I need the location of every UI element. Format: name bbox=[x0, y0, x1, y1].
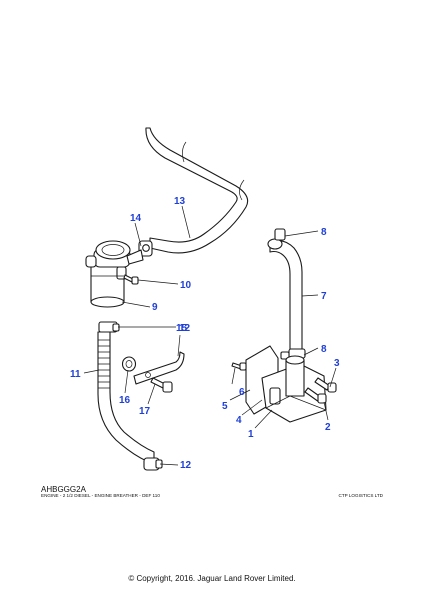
bolt-2 bbox=[304, 387, 327, 404]
callout-4: 4 bbox=[236, 415, 242, 426]
callout-15: 15 bbox=[176, 323, 188, 334]
hose-7 bbox=[267, 238, 303, 353]
callout-12-lower: 12 bbox=[180, 460, 192, 471]
callout-1: 1 bbox=[248, 429, 254, 440]
hose-13 bbox=[145, 127, 249, 254]
callout-8-lower: 8 bbox=[321, 344, 327, 355]
clip-14 bbox=[138, 240, 153, 257]
hose-11 bbox=[97, 331, 155, 465]
bracket-15 bbox=[133, 351, 185, 385]
callout-10: 10 bbox=[180, 280, 192, 291]
oil-separator-9 bbox=[85, 240, 144, 308]
callout-11: 11 bbox=[70, 369, 81, 380]
clip-12-upper bbox=[98, 321, 120, 333]
diagram-code: AHBGGG2A bbox=[41, 485, 86, 494]
clip-8-upper bbox=[274, 228, 286, 241]
clip-12-lower bbox=[143, 457, 163, 471]
breather-housing-1 bbox=[261, 355, 327, 423]
callout-9: 9 bbox=[152, 302, 158, 313]
callout-17: 17 bbox=[139, 406, 151, 417]
callout-12-upper: 12 bbox=[179, 323, 191, 334]
bolt-10 bbox=[123, 274, 139, 285]
callout-5: 5 bbox=[222, 401, 228, 412]
leader-lines bbox=[83, 205, 337, 466]
grommet-16 bbox=[121, 356, 137, 372]
bolt-3 bbox=[314, 377, 337, 393]
bolt-17 bbox=[150, 377, 173, 393]
bolt-6 bbox=[231, 362, 247, 371]
callout-16: 16 bbox=[119, 395, 131, 406]
callout-14: 14 bbox=[130, 213, 142, 224]
callout-8-upper: 8 bbox=[321, 227, 327, 238]
callout-2: 2 bbox=[325, 422, 331, 433]
callout-13: 13 bbox=[174, 196, 186, 207]
vendor-name: CTP LOGISTICS LTD bbox=[338, 493, 384, 498]
callout-3: 3 bbox=[334, 358, 340, 369]
callout-7: 7 bbox=[321, 291, 327, 302]
callout-labels: 14 13 10 9 12 15 11 16 17 12 8 7 8 3 6 5… bbox=[70, 196, 340, 471]
callout-6: 6 bbox=[239, 387, 245, 398]
diagram-description: ENGINE - 2 1/2 DIESEL - ENGINE BREATHER … bbox=[41, 493, 160, 498]
copyright-notice: © Copyright, 2016. Jaguar Land Rover Lim… bbox=[128, 574, 296, 583]
